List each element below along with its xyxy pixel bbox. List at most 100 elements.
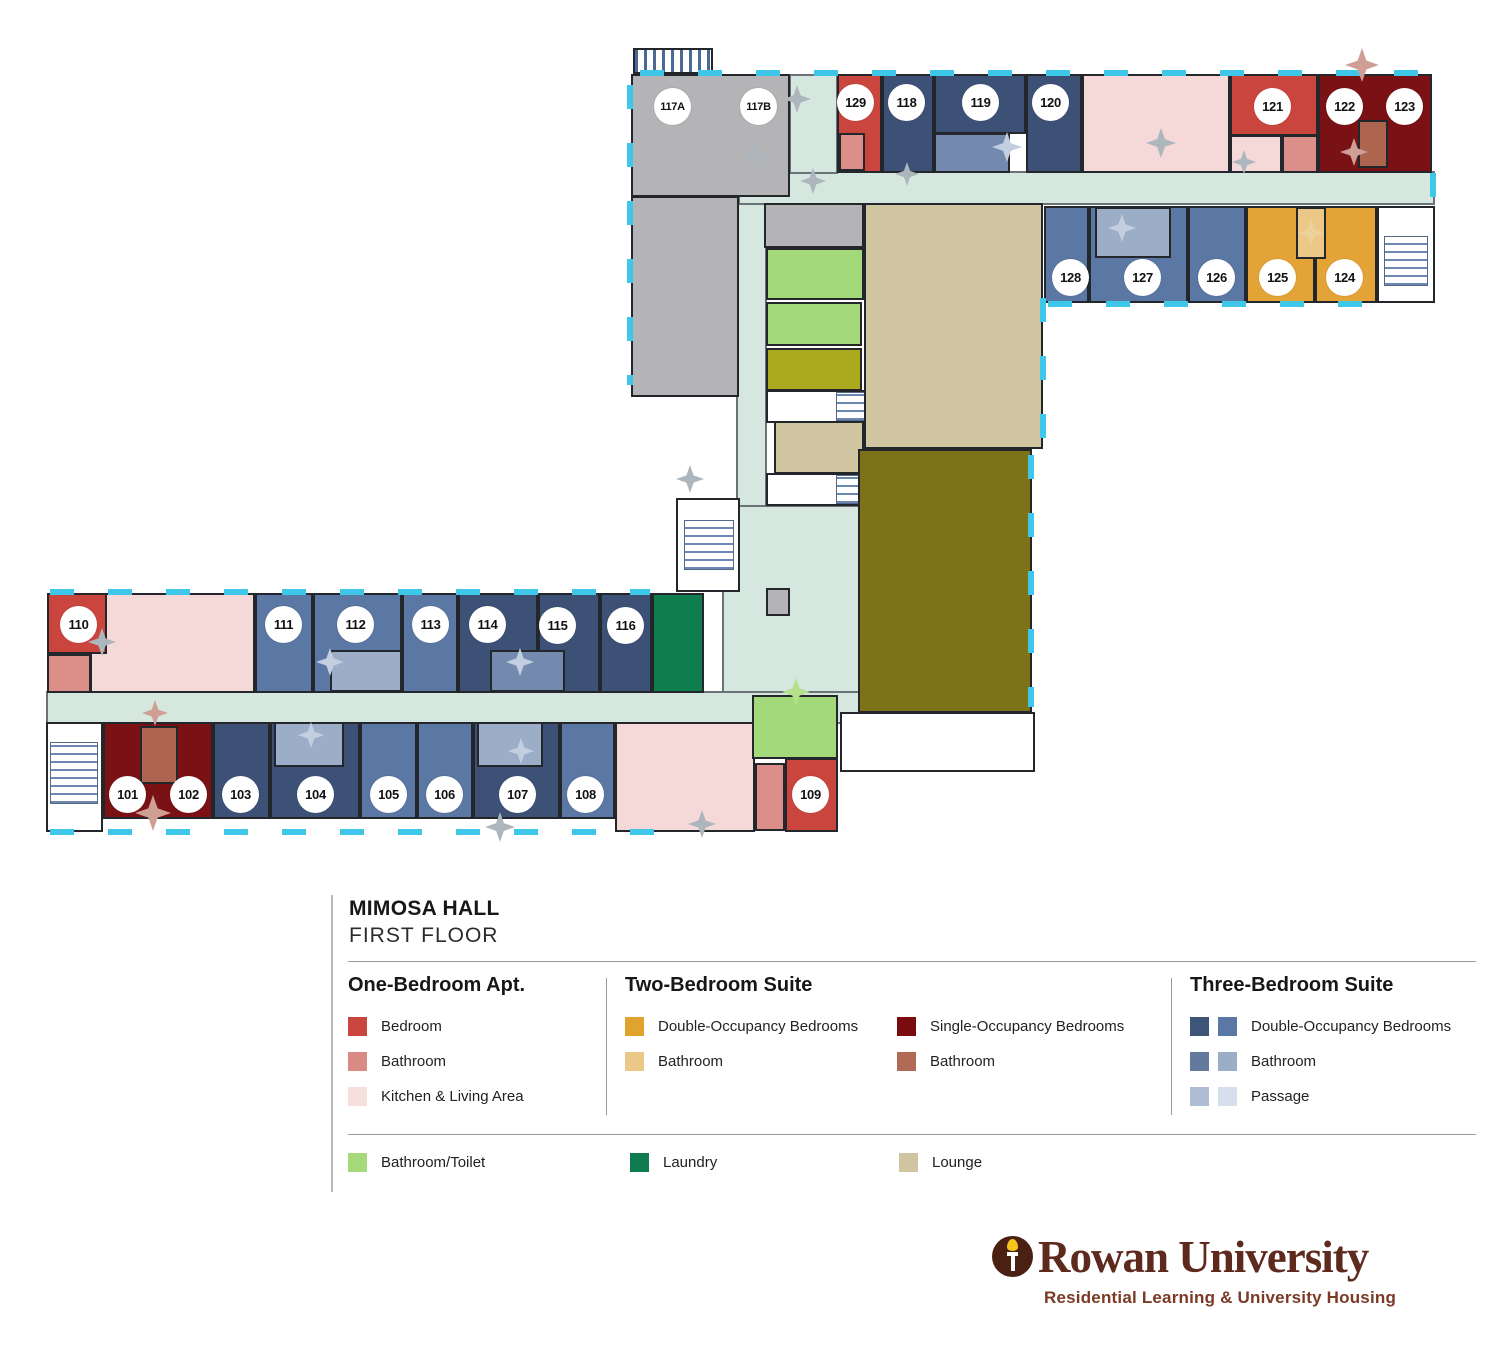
- room-badge-119: 119: [962, 84, 999, 121]
- legend-rule-top: [348, 961, 1476, 962]
- legend-label: Bathroom/Toilet: [381, 1153, 486, 1171]
- room-129-bath: [839, 133, 865, 171]
- stairs-1: [836, 392, 865, 421]
- room-badge-125: 125: [1259, 259, 1296, 296]
- legend-item: Bedroom: [348, 1016, 442, 1036]
- stairs-5: [50, 742, 98, 804]
- legend-section-title-0: One-Bedroom Apt.: [348, 974, 526, 996]
- room-badge-115: 115: [539, 607, 576, 644]
- legend-swatch: [1190, 1051, 1209, 1071]
- lounge-main: [864, 203, 1043, 449]
- room-121-kitchen: [1230, 135, 1282, 173]
- legend-item: Double-Occupancy Bedrooms: [625, 1016, 858, 1036]
- legend-swatch: [348, 1051, 367, 1071]
- room-110-bath: [47, 654, 91, 693]
- legend-swatch: [897, 1016, 916, 1036]
- room-127-bath: [1095, 207, 1171, 258]
- room-badge-105: 105: [370, 776, 407, 813]
- kitchen-living-north: [1082, 74, 1230, 173]
- legend-swatch: [348, 1016, 367, 1036]
- rooms-114-115-bath: [490, 650, 565, 692]
- rooms-122-123-bath: [1358, 120, 1388, 168]
- legend-section-divider-1: [606, 978, 607, 1115]
- room-badge-129: 129: [837, 84, 874, 121]
- rowan-torch-icon: [992, 1236, 1033, 1277]
- legend-item: Bathroom: [1190, 1051, 1316, 1071]
- room-badge-117B: 117B: [740, 88, 777, 125]
- room-badge-120: 120: [1032, 84, 1069, 121]
- stairs-3: [684, 520, 734, 570]
- rooms-101-102-bath: [140, 726, 178, 784]
- legend-section-title-1: Two-Bedroom Suite: [625, 974, 813, 996]
- lounge-lower: [858, 449, 1032, 713]
- windows-leftwing-south: [50, 829, 660, 835]
- room-badge-107: 107: [499, 776, 536, 813]
- utility-small: [766, 588, 790, 616]
- torch-cup: [1007, 1252, 1018, 1256]
- room-badge-112: 112: [337, 606, 374, 643]
- legend-label: Bathroom: [658, 1052, 724, 1070]
- torch-handle: [1010, 1256, 1015, 1271]
- room-badge-122: 122: [1326, 88, 1363, 125]
- legend-item: Kitchen & Living Area: [348, 1086, 524, 1106]
- legend-swatch: [1218, 1016, 1237, 1036]
- room-badge-121: 121: [1254, 88, 1291, 125]
- windows-lounge-lower-east: [1028, 455, 1034, 707]
- utility-rooms: [764, 203, 864, 248]
- legend-label: Single-Occupancy Bedrooms: [930, 1017, 1125, 1035]
- stairs-4: [1384, 236, 1428, 286]
- room-badge-111: 111: [265, 606, 302, 643]
- laundry-room: [652, 593, 704, 693]
- windows-corridor-east: [1430, 173, 1436, 204]
- room-badge-124: 124: [1326, 259, 1363, 296]
- utility-room-olive: [766, 348, 862, 391]
- corridor-vertical: [736, 203, 767, 513]
- room-badge-109: 109: [792, 776, 829, 813]
- brand-wordmark: Rowan University: [1038, 1232, 1369, 1282]
- legend-swatch: [348, 1086, 367, 1106]
- legend-swatch: [1190, 1016, 1209, 1036]
- windows-north: [640, 70, 1432, 76]
- room-badge-126: 126: [1198, 259, 1235, 296]
- legend-label: Bathroom: [930, 1052, 996, 1070]
- room-badge-123: 123: [1386, 88, 1423, 125]
- legend-item: Double-Occupancy Bedrooms: [1190, 1016, 1451, 1036]
- room-badge-104: 104: [297, 776, 334, 813]
- legend-item: Bathroom: [897, 1051, 995, 1071]
- corridor-vestibule: [722, 505, 867, 717]
- room-badge-128: 128: [1052, 259, 1089, 296]
- legend-swatch: [348, 1152, 367, 1172]
- room-badge-101: 101: [109, 776, 146, 813]
- legend-label: Passage: [1251, 1087, 1310, 1105]
- corridor-left-wing: [46, 691, 867, 724]
- windows-west-wall: [627, 85, 633, 385]
- room-119-bath: [934, 133, 1010, 173]
- room-112-bath: [330, 650, 402, 692]
- legend-section-title-2: Three-Bedroom Suite: [1190, 974, 1394, 996]
- legend-item: Laundry: [630, 1152, 717, 1172]
- legend-item: Bathroom: [625, 1051, 723, 1071]
- room-121-bath: [1282, 135, 1318, 173]
- room-badge-103: 103: [222, 776, 259, 813]
- legend-swatch: [1218, 1051, 1237, 1071]
- kitchen-living-south: [615, 722, 755, 832]
- legend-label: Kitchen & Living Area: [381, 1087, 524, 1105]
- door-vestibule: [676, 465, 704, 493]
- room-badge-108: 108: [567, 776, 604, 813]
- bathroom-toilet-1: [766, 248, 864, 300]
- room-badge-118: 118: [888, 84, 925, 121]
- legend-label: Bedroom: [381, 1017, 442, 1035]
- torch-flame-icon: [1007, 1239, 1018, 1251]
- room-badge-117A: 117A: [654, 88, 691, 125]
- legend-swatch: [630, 1152, 649, 1172]
- floor-name: FIRST FLOOR: [349, 924, 499, 947]
- legend-label: Lounge: [932, 1153, 983, 1171]
- legend-label: Double-Occupancy Bedrooms: [1251, 1017, 1452, 1035]
- legend-item: Bathroom: [348, 1051, 446, 1071]
- bathroom-toilet-3: [752, 695, 838, 759]
- legend-label: Laundry: [663, 1153, 718, 1171]
- brand-tagline: Residential Learning & University Housin…: [1044, 1288, 1397, 1307]
- legend-item: Bathroom/Toilet: [348, 1152, 485, 1172]
- passage-room: [774, 421, 864, 474]
